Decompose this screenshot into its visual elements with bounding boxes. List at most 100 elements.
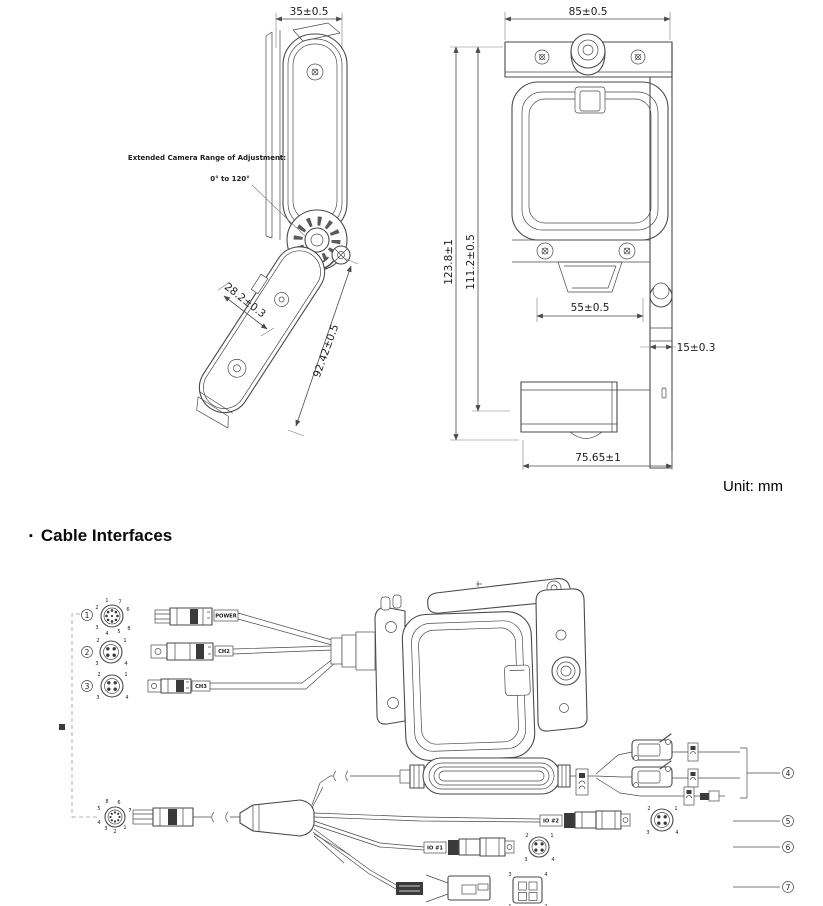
- dimension-drawings: 35±0.5: [128, 6, 715, 470]
- harness-connector-pinout: 8 6 5 7 4 3 2 1: [97, 799, 131, 835]
- inline-module: [399, 757, 571, 795]
- pin-label: 3: [96, 695, 99, 701]
- io1-connector-pinout: 2 1 3 4: [524, 833, 554, 863]
- pin-label: 4: [124, 661, 127, 667]
- splitter-boot: [239, 799, 315, 837]
- ch3-label: CH3: [195, 684, 207, 690]
- pin-label: 3: [524, 857, 527, 863]
- pin-label: 5: [97, 806, 100, 812]
- screw-icon: [618, 242, 636, 260]
- front-top-dimension: 85±0.5: [569, 6, 608, 18]
- pin-label: 2: [96, 638, 99, 644]
- cable-interfaces-diagram: 1 1 7 2 6 3 4 5 8 POWER 2 2 1: [59, 578, 794, 906]
- fuse-holder: [631, 760, 673, 788]
- cable-tag: [575, 768, 589, 796]
- pin-label: 2: [97, 672, 100, 678]
- pin-label: 6: [126, 607, 129, 613]
- io1-label: IO #1: [427, 846, 443, 852]
- cable-break-icon: [211, 811, 229, 823]
- pin-label: 1: [105, 598, 108, 604]
- base-width-dimension: 75.65±1: [575, 452, 621, 464]
- fuse-holder: [631, 733, 673, 761]
- power-cable-plug: POWER: [154, 607, 239, 626]
- pin-label: 7: [128, 808, 131, 814]
- group-bracket: [740, 747, 780, 799]
- camera-device-illustration: [330, 578, 588, 761]
- cable-tag: [687, 768, 699, 788]
- ch2-connector-pinout: 2 1 3 4: [95, 638, 127, 667]
- power-wire: [237, 612, 333, 646]
- io1-plug: IO #1: [423, 837, 515, 857]
- front-view-drawing: 85±0.5 123.8±1 111.2±0.5: [443, 6, 715, 470]
- fused-branches: [595, 733, 740, 806]
- side-top-dimension: 35±0.5: [290, 6, 329, 18]
- harness-plug: [132, 807, 194, 827]
- pin-label: 2: [95, 605, 98, 611]
- black-connector: [396, 882, 423, 895]
- callout-7: 7: [782, 881, 794, 893]
- mount-arm: [196, 246, 326, 429]
- callout-1-number: 1: [85, 611, 90, 620]
- io1-wire: [313, 820, 425, 851]
- pin-label: 4: [544, 872, 547, 878]
- pin-label: 3: [646, 830, 649, 836]
- callout-4-number: 4: [786, 769, 791, 778]
- pin-label: 2: [525, 833, 528, 839]
- screw-icon: [306, 63, 324, 81]
- arm-length-dimension: 92.42±0.5: [311, 323, 341, 379]
- io2-label: IO #2: [543, 819, 559, 825]
- callout-3-number: 3: [85, 682, 90, 691]
- pin-label: 7: [118, 600, 121, 606]
- pin-label: 5: [117, 629, 120, 635]
- pin-label: 2: [647, 806, 650, 812]
- plug-wire: [312, 828, 399, 890]
- front-outer-height-dimension: 123.8±1: [443, 239, 455, 285]
- ch3-wire: [210, 657, 337, 690]
- power-connector-pinout: 1 7 2 6 3 4 5 8: [95, 598, 130, 637]
- pin-label: 4: [675, 830, 678, 836]
- module-wire: [311, 775, 404, 809]
- cable-tag: [687, 742, 699, 762]
- pin-label: 1: [123, 638, 126, 644]
- mating-dashed-line: [71, 613, 98, 818]
- front-side-dimension: 15±0.3: [677, 342, 716, 354]
- ch3-connector-pinout: 2 1 3 4: [96, 672, 128, 701]
- white-plug: [425, 874, 491, 903]
- pin-label: 4: [97, 820, 100, 826]
- pin-label: 1: [123, 825, 126, 831]
- logo-mark: [476, 581, 482, 587]
- section-title: Cable Interfaces: [40, 526, 173, 545]
- ch2-cable-plug: CH2: [150, 642, 234, 661]
- ch2-wire: [232, 645, 333, 655]
- pin-label: 4: [105, 631, 108, 637]
- pin-label: 1: [508, 904, 511, 906]
- callout-2: 2: [81, 646, 93, 658]
- pin-label: 8: [127, 626, 130, 632]
- adjustment-note-line1: Extended Camera Range of Adjustment:: [128, 154, 286, 162]
- pin-label: 3: [95, 661, 98, 667]
- io2-wire: [313, 812, 541, 823]
- callout-6-number: 6: [786, 843, 791, 852]
- screw-icon: [630, 49, 646, 65]
- callout-7-number: 7: [786, 883, 791, 892]
- square-connector-pinout: 3 4 1 2: [508, 872, 547, 906]
- pin-label: 8: [105, 799, 108, 805]
- power-label: POWER: [215, 614, 236, 620]
- list-bullet-icon: [59, 724, 65, 730]
- cable-break-icon: [333, 770, 349, 782]
- pin-label: 1: [674, 806, 677, 812]
- screw-icon: [534, 49, 550, 65]
- side-lens: [551, 656, 581, 686]
- ch3-cable-plug: CH3: [147, 678, 211, 694]
- section-heading: ▪ Cable Interfaces: [29, 526, 172, 546]
- pin-label: 4: [551, 857, 554, 863]
- callout-6: 6: [782, 841, 794, 853]
- pin-label: 2: [544, 904, 547, 906]
- stray-wires: [313, 833, 351, 864]
- unit-label: Unit: mm: [723, 478, 783, 495]
- cable-tag: [683, 786, 695, 806]
- callout-5: 5: [782, 815, 794, 827]
- barrel-connector: [700, 790, 725, 802]
- io2-connector-pinout: 2 1 3 4: [646, 806, 678, 836]
